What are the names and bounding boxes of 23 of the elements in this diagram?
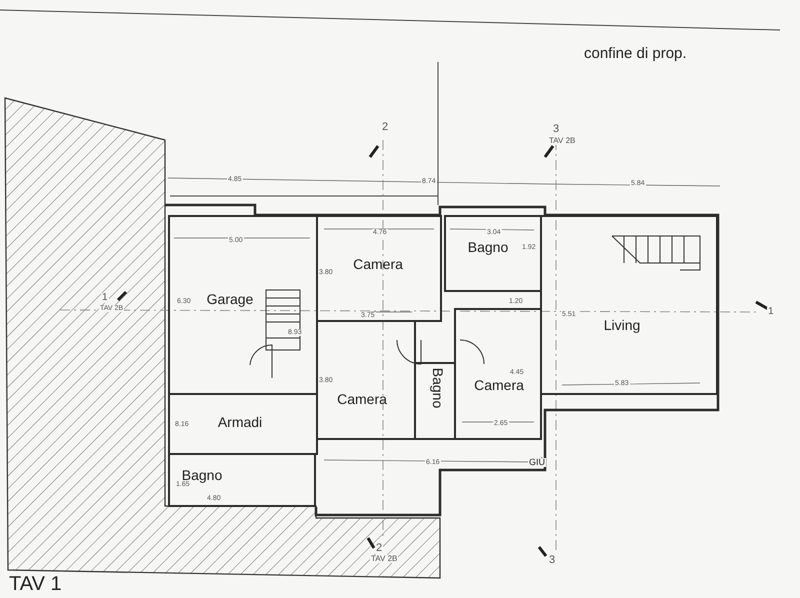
room-outline	[540, 215, 718, 395]
room-outline	[414, 362, 456, 440]
section-label: GIÙ	[528, 458, 546, 467]
room-name: Bagno	[468, 239, 508, 255]
section-label: 2	[375, 543, 384, 554]
section-label: TAV 2B	[370, 555, 398, 563]
room-name: Garage	[206, 291, 254, 307]
section-label: 2	[381, 122, 390, 133]
room-outline	[168, 453, 316, 507]
room-name: Bagno	[182, 467, 222, 483]
room-name: Armadi	[218, 414, 262, 430]
room-name: Living	[604, 317, 640, 333]
room-name: Camera	[337, 391, 387, 407]
section-label: 1	[101, 293, 109, 303]
section-label: 3	[552, 124, 560, 135]
plan-note: confine di prop.	[583, 46, 688, 61]
room-outline	[454, 308, 542, 440]
room-name: Bagno	[430, 368, 446, 408]
section-label: 1	[767, 307, 775, 317]
room-name: Camera	[353, 256, 403, 272]
section-label: 3	[548, 555, 556, 566]
room-name: Camera	[474, 377, 524, 393]
section-label: TAV 2B	[548, 137, 576, 145]
